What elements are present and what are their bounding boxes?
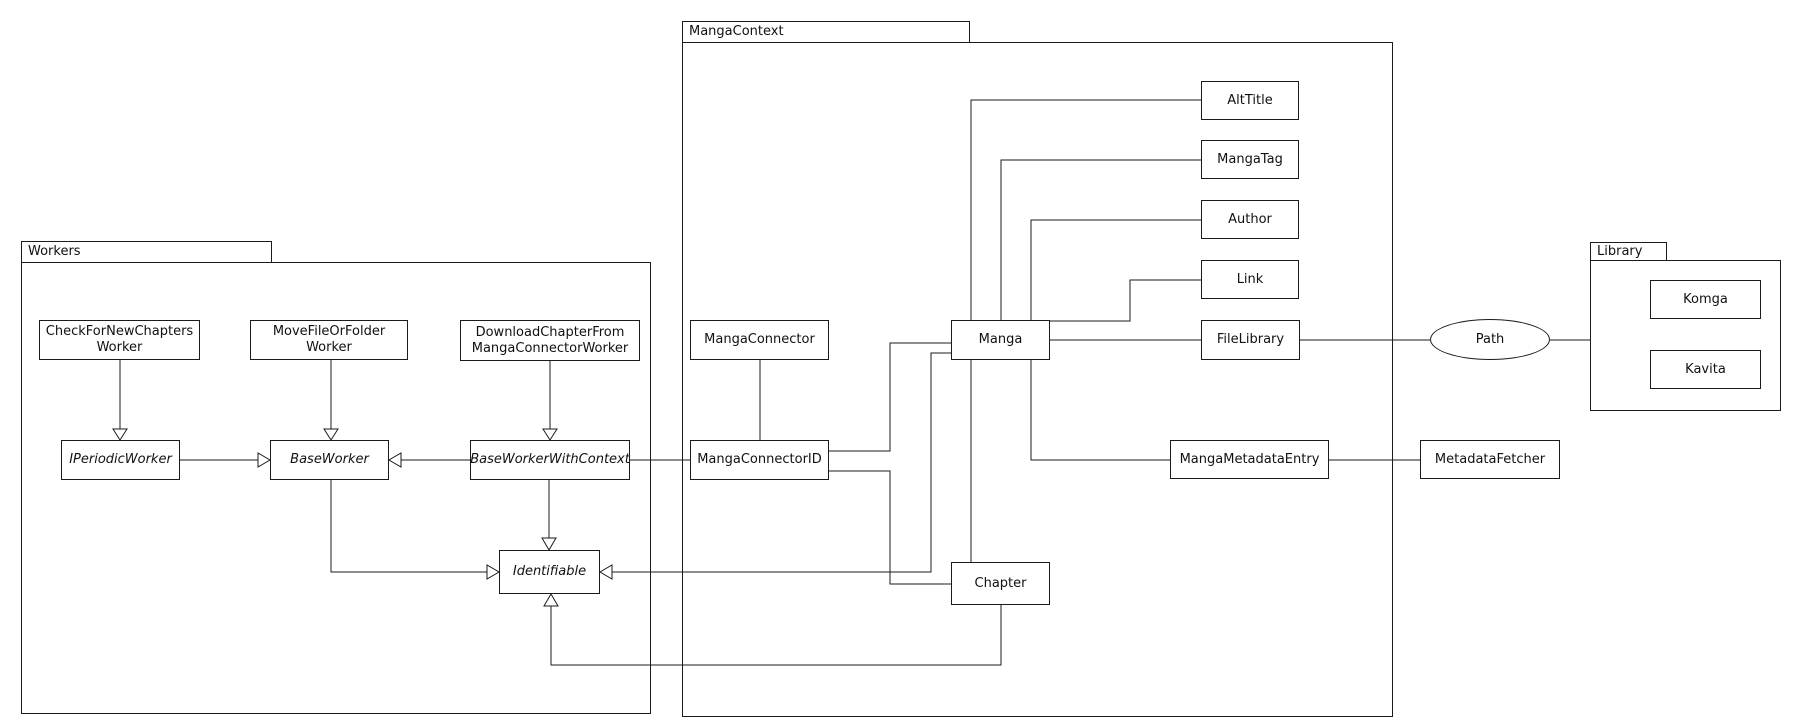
node-checkfornewchaptersworker: CheckForNewChapters Worker [39,320,200,360]
node-alttitle: AltTitle [1201,81,1299,120]
node-label: CheckForNewChapters [45,324,194,339]
package-workers-tab: Workers [21,241,272,262]
node-label: DownloadChapterFrom [475,324,625,340]
package-library-tab: Library [1590,242,1667,260]
node-author: Author [1201,200,1299,239]
node-link: Link [1201,260,1299,299]
node-baseworker: BaseWorker [270,440,389,480]
node-komga: Komga [1650,280,1761,319]
node-mangametadataentry: MangaMetadataEntry [1170,440,1329,479]
package-workers-body [21,262,651,714]
node-label: MoveFileOrFolder [272,324,386,339]
node-identifiable: Identifiable [499,550,600,594]
node-iperiodicworker: IPeriodicWorker [61,440,180,480]
node-label: Worker [306,340,352,355]
node-downloadchapterfrommangaconnectorworker: DownloadChapterFrom MangaConnectorWorker [460,320,640,361]
package-library-body [1590,260,1781,411]
node-kavita: Kavita [1650,350,1761,389]
node-mangaconnector: MangaConnector [690,320,829,360]
node-filelibrary: FileLibrary [1201,320,1300,360]
node-movefileorfolderworker: MoveFileOrFolder Worker [250,320,408,360]
package-mangacontext-body [682,42,1393,717]
node-metadatafetcher: MetadataFetcher [1420,440,1560,479]
node-mangatag: MangaTag [1201,140,1299,179]
package-mangacontext-tab: MangaContext [682,21,970,42]
node-label: Worker [96,340,143,355]
node-manga: Manga [951,320,1050,360]
node-label: MangaConnectorWorker [471,340,629,356]
node-path-ellipse: Path [1430,319,1550,360]
node-baseworkerwithcontext: BaseWorkerWithContext [470,440,630,480]
node-chapter: Chapter [951,562,1050,605]
node-mangaconnectorid: MangaConnectorID [690,440,829,480]
